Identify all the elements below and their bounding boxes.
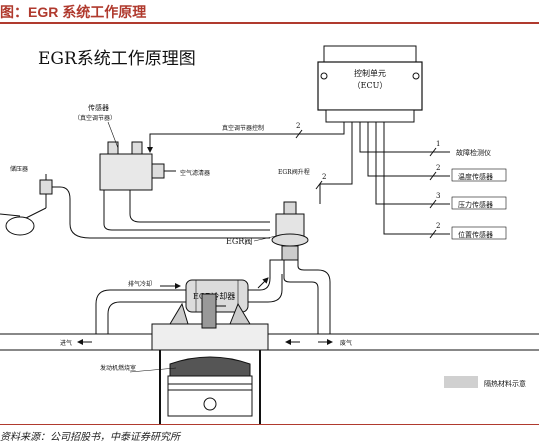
egr-position-label: EGR阀升程 [278, 168, 310, 176]
num-position: 2 [436, 222, 440, 230]
egr-valve-leader [253, 235, 277, 242]
pressure-sensor-label: 压力传感器 [458, 200, 493, 209]
fault-tester-label: 故障检测仪 [456, 148, 491, 157]
vacuum-control-label: 真空调节器控制 [222, 124, 264, 132]
air-filter-label: 空气滤清器 [180, 169, 210, 177]
exhaust-cooling-label: 排气冷却 [128, 280, 152, 288]
header-rule [0, 22, 539, 24]
egr-valve-label: EGR阀 [226, 237, 252, 246]
vacuum-reservoir [0, 174, 60, 236]
sensor-leader [107, 121, 119, 149]
diagram-title: EGR系统工作原理图 [38, 49, 196, 69]
egr-pipes [95, 259, 331, 334]
num-temp: 2 [436, 164, 440, 172]
num-vacuum: 2 [296, 122, 300, 130]
wire-count-marks [295, 129, 437, 239]
num-egr: 2 [322, 173, 326, 181]
sensor-label-2: （真空调节器） [74, 114, 116, 122]
header-bar: 图：EGR 系统工作原理 [0, 0, 539, 22]
ecu-label-2: （ECU） [353, 81, 388, 90]
source-note: 资料来源：公司招股书，中泰证券研究所 [0, 432, 180, 443]
ecu-box: 控制单元 （ECU） [317, 45, 423, 123]
combustion-leader [129, 367, 177, 373]
ecu-label-1: 控制单元 [354, 68, 386, 78]
engine-cylinder [151, 293, 269, 424]
legend-label: 隔热材料示意 [484, 379, 526, 388]
position-sensor-box [451, 226, 507, 240]
vacuum-reservoir-label: 储压器 [10, 165, 28, 173]
pressure-sensor-box [451, 196, 507, 210]
ecu-signal-lines [147, 122, 450, 235]
temp-sensor-label: 温度传感器 [458, 172, 493, 181]
figure-title: 图：EGR 系统工作原理 [0, 4, 147, 20]
num-pressure: 3 [436, 192, 440, 200]
egr-diagram: EGR系统工作原理图 控制单元 （ECU） [0, 45, 539, 424]
vacuum-regulator [99, 141, 176, 191]
exhaust-label: 废气 [340, 339, 352, 347]
egr-valve [271, 201, 309, 261]
ecu-pins [343, 122, 377, 130]
egr-flow-arrow [257, 277, 269, 289]
temp-sensor-box [451, 168, 507, 182]
vacuum-hoses [59, 186, 270, 239]
position-sensor-label: 位置传感器 [458, 230, 493, 239]
footer-rule [0, 424, 539, 425]
intake-label: 进气 [60, 339, 72, 347]
manifold [0, 333, 539, 351]
legend-swatch [444, 376, 478, 388]
num-fault: 1 [436, 140, 440, 148]
sensor-label-1: 传感器 [88, 103, 109, 112]
combustion-label: 发动机燃烧室 [100, 364, 136, 372]
